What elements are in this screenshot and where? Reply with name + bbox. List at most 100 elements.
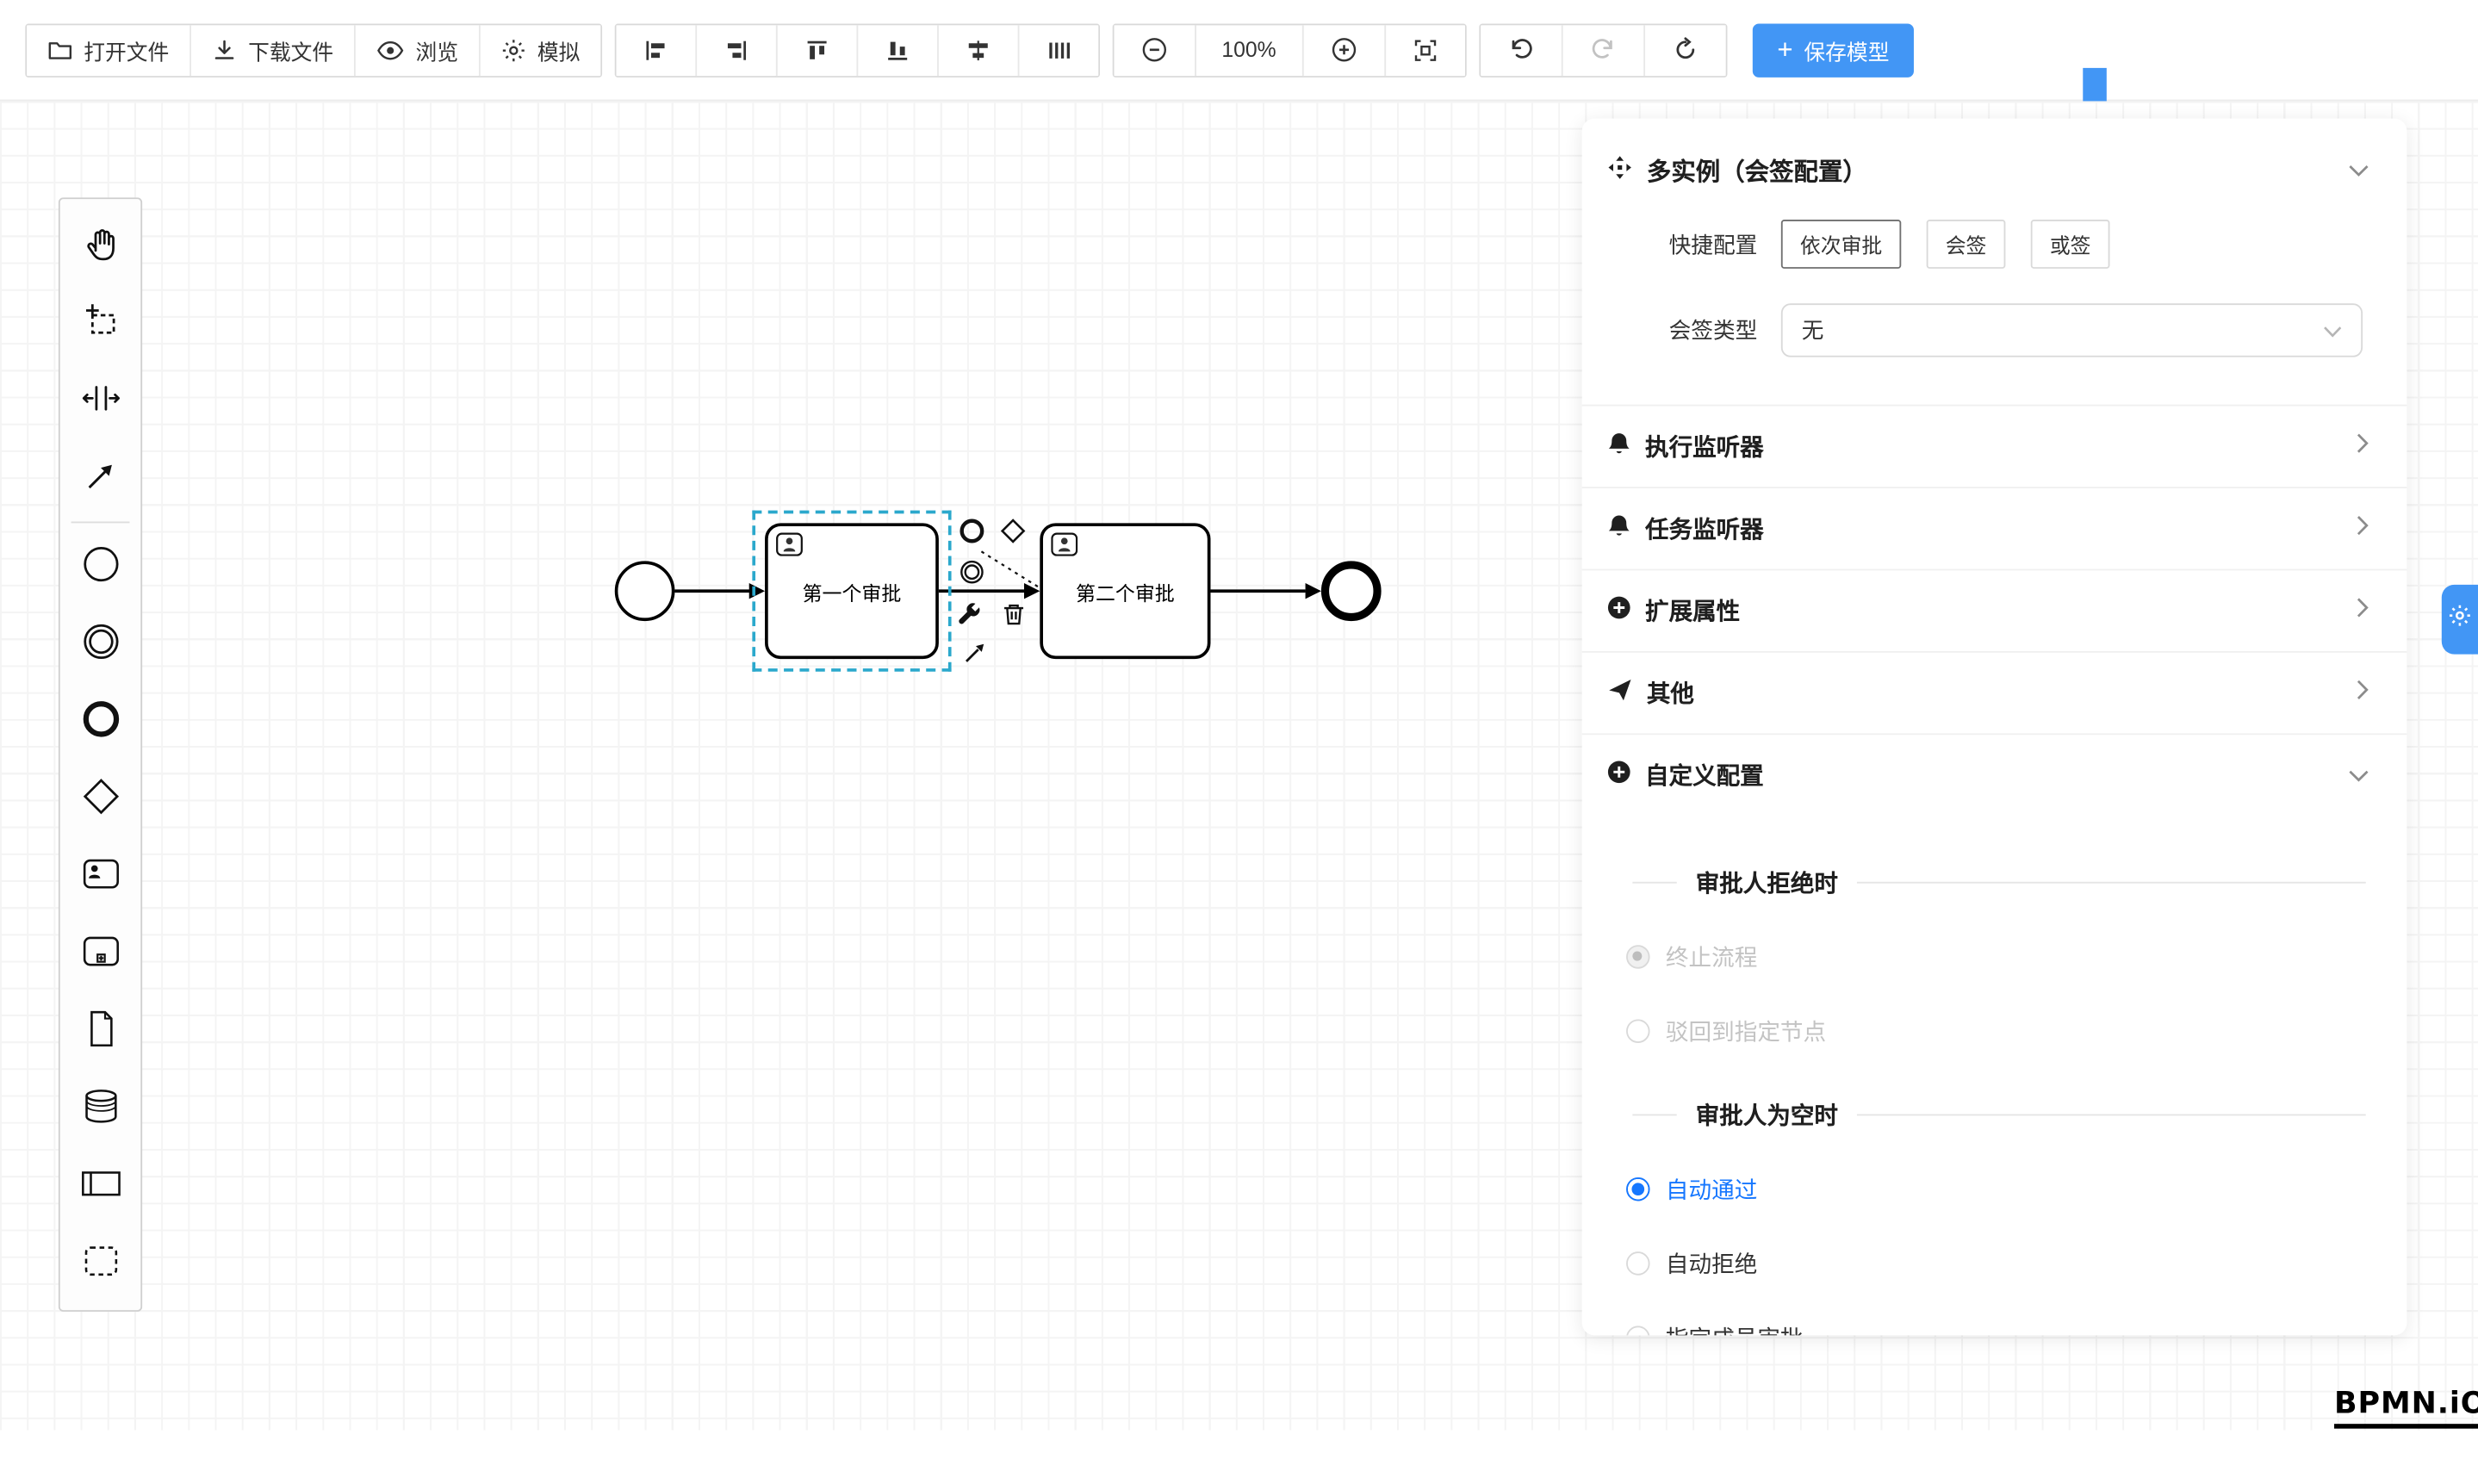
quick-button-sequential[interactable]: 依次审批 bbox=[1780, 220, 1902, 269]
redo-button[interactable] bbox=[1560, 24, 1643, 76]
zoom-in-button[interactable] bbox=[1301, 24, 1384, 76]
fit-viewport-button[interactable] bbox=[1383, 24, 1465, 76]
sign-type-select[interactable]: 无 bbox=[1780, 303, 2363, 357]
reject-section-title: 审批人拒绝时 bbox=[1695, 870, 1838, 898]
divider bbox=[1856, 881, 2366, 884]
reject-section-header: 审批人拒绝时 bbox=[1632, 866, 2366, 899]
align-center-button[interactable] bbox=[937, 24, 1018, 76]
gear-icon bbox=[2448, 604, 2472, 636]
palette-participant[interactable] bbox=[59, 1147, 142, 1225]
align-top-button[interactable] bbox=[775, 24, 857, 76]
folder-icon bbox=[47, 37, 72, 62]
context-pad-append-intermediate-event[interactable] bbox=[953, 553, 991, 591]
sign-type-label: 会签类型 bbox=[1668, 317, 1758, 344]
download-file-button[interactable]: 下载文件 bbox=[189, 24, 354, 76]
section-execution-listener[interactable]: 执行监听器 bbox=[1581, 404, 2407, 487]
minimap-toggle[interactable] bbox=[2083, 67, 2107, 102]
palette-end-event[interactable] bbox=[59, 683, 142, 761]
palette-data-object[interactable] bbox=[59, 992, 142, 1070]
radio-auto-reject[interactable]: 自动拒绝 bbox=[1626, 1247, 2407, 1281]
distribute-vertical-button[interactable] bbox=[1017, 24, 1099, 76]
align-left-icon bbox=[643, 37, 668, 62]
section-label: 任务监听器 bbox=[1645, 516, 1764, 544]
palette-subprocess[interactable] bbox=[59, 915, 142, 992]
send-icon bbox=[1607, 678, 1632, 708]
section-custom-config[interactable]: 自定义配置 bbox=[1581, 733, 2407, 815]
panel-title-row: 多实例（会签配置） bbox=[1582, 119, 2407, 189]
sequence-flow-2[interactable] bbox=[938, 589, 1024, 593]
section-label: 执行监听器 bbox=[1645, 434, 1764, 462]
palette-data-store[interactable] bbox=[59, 1070, 142, 1147]
context-pad-append-end-event[interactable] bbox=[953, 512, 991, 550]
radio-label: 驳回到指定节点 bbox=[1665, 1021, 1827, 1046]
simulate-button[interactable]: 模拟 bbox=[478, 24, 601, 76]
section-extended-properties[interactable]: 扩展属性 bbox=[1581, 568, 2407, 651]
palette-intermediate-event[interactable] bbox=[59, 605, 142, 683]
align-left-button[interactable] bbox=[616, 24, 696, 76]
preview-label: 浏览 bbox=[415, 40, 459, 65]
undo-button[interactable] bbox=[1480, 24, 1561, 76]
save-model-button[interactable]: + 保存模型 bbox=[1751, 22, 1915, 77]
zoom-out-icon bbox=[1141, 36, 1168, 63]
palette-connect-tool[interactable] bbox=[59, 439, 142, 517]
zoom-level[interactable]: 100% bbox=[1195, 24, 1301, 76]
reset-zoom-icon bbox=[1671, 36, 1698, 63]
sequence-flow-3-arrowhead bbox=[1305, 583, 1321, 599]
align-bottom-icon bbox=[885, 37, 910, 62]
palette-lasso-tool[interactable] bbox=[59, 284, 142, 362]
context-pad-trash[interactable] bbox=[994, 594, 1032, 632]
plus-circle-icon bbox=[1607, 761, 1631, 791]
chevron-down-icon[interactable] bbox=[2349, 157, 2369, 185]
reset-zoom-button[interactable] bbox=[1643, 24, 1725, 76]
task-first-approval[interactable]: 第一个审批 bbox=[765, 523, 939, 660]
bpmn-io-watermark[interactable]: BPMN.iO bbox=[2334, 1386, 2478, 1429]
radio-label: 指定成员审批 bbox=[1666, 1321, 1804, 1335]
gateway-icon bbox=[77, 773, 124, 825]
bell-icon bbox=[1607, 512, 1631, 544]
open-file-button[interactable]: 打开文件 bbox=[27, 24, 190, 76]
redo-icon bbox=[1589, 36, 1616, 63]
radio-label: 自动通过 bbox=[1665, 1178, 1758, 1205]
connect-preview-line bbox=[980, 550, 1040, 589]
radio-designated-member[interactable]: 指定成员审批 bbox=[1626, 1321, 2407, 1336]
user-task-marker-icon bbox=[776, 532, 803, 561]
context-pad-wrench[interactable] bbox=[950, 594, 988, 632]
palette-gateway[interactable] bbox=[59, 761, 142, 838]
align-bottom-button[interactable] bbox=[856, 24, 938, 76]
radio-return-to-node[interactable]: 驳回到指定节点 bbox=[1626, 1015, 2407, 1048]
radio-terminate-process[interactable]: 终止流程 bbox=[1626, 941, 2407, 974]
zoom-out-button[interactable] bbox=[1114, 24, 1196, 76]
align-right-button[interactable] bbox=[695, 24, 776, 76]
quick-button-countersign[interactable]: 会签 bbox=[1926, 220, 2006, 269]
context-pad-append-gateway[interactable] bbox=[994, 512, 1032, 550]
radio-auto-pass[interactable]: 自动通过 bbox=[1626, 1172, 2407, 1206]
empty-section-header: 审批人为空时 bbox=[1632, 1098, 2366, 1132]
palette-space-tool[interactable] bbox=[59, 362, 142, 439]
task-second-approval[interactable]: 第二个审批 bbox=[1040, 523, 1211, 660]
section-other[interactable]: 其他 bbox=[1581, 650, 2407, 733]
start-event[interactable] bbox=[614, 561, 675, 622]
toolbar: 打开文件 下载文件 浏览 模拟 100% bbox=[0, 0, 2478, 102]
end-event[interactable] bbox=[1320, 561, 1382, 622]
context-pad-connect[interactable] bbox=[956, 634, 994, 672]
section-task-listener[interactable]: 任务监听器 bbox=[1581, 487, 2407, 568]
palette bbox=[58, 197, 143, 1312]
palette-start-event[interactable] bbox=[59, 528, 142, 605]
preview-button[interactable]: 浏览 bbox=[353, 24, 479, 76]
radio-icon bbox=[1626, 1019, 1650, 1043]
palette-hand-tool[interactable] bbox=[59, 207, 142, 284]
align-group bbox=[614, 22, 1101, 77]
sequence-flow-3[interactable] bbox=[1210, 589, 1306, 593]
sequence-flow-1[interactable] bbox=[674, 589, 751, 593]
intermediate-event-icon bbox=[77, 618, 124, 670]
radio-icon bbox=[1626, 1251, 1650, 1276]
quick-button-orsign[interactable]: 或签 bbox=[2030, 220, 2110, 269]
settings-tab[interactable] bbox=[2441, 584, 2478, 655]
radio-icon bbox=[1626, 1177, 1650, 1201]
quick-config-label: 快捷配置 bbox=[1668, 231, 1758, 258]
palette-group[interactable] bbox=[59, 1225, 142, 1302]
palette-separator bbox=[71, 521, 130, 524]
palette-user-task[interactable] bbox=[59, 837, 142, 915]
chevron-right-icon bbox=[2357, 433, 2369, 460]
